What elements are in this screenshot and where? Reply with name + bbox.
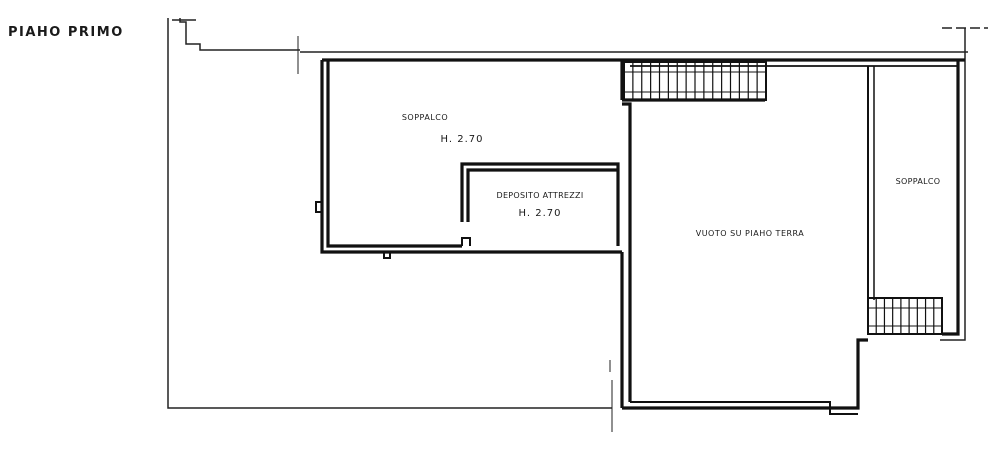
walls [320,58,965,415]
floor-title: PIAHO PRIMO [8,25,124,40]
room-label-deposito: DEPOSITO ATTREZZI [496,191,583,200]
room-label-vuoto: VUOTO SU PIAHO TERRA [696,229,805,238]
wall-details [315,201,471,259]
staircase-bottom [867,297,943,335]
room-label-soppalco-left: SOPPALCO [402,113,448,122]
plot-boundary [167,18,988,409]
staircase-top [623,61,767,101]
room-height-deposito: H. 2.70 [519,208,562,219]
room-height-soppalco-left: H. 2.70 [441,134,484,145]
room-label-soppalco-right: SOPPALCO [896,177,941,186]
section-markers [297,36,613,432]
